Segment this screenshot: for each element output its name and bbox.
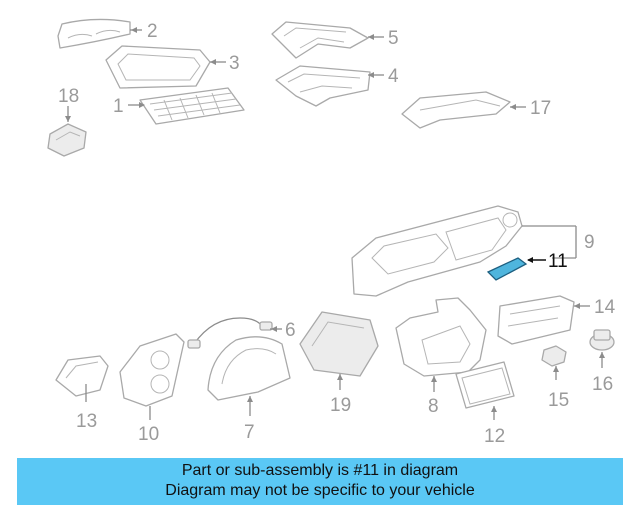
part-7[interactable]: 7	[207, 336, 291, 443]
part-12[interactable]: 12	[455, 361, 515, 447]
callout-11: 11	[548, 251, 568, 272]
part-6[interactable]: 6	[187, 317, 296, 349]
part-17[interactable]: 17	[401, 91, 551, 129]
callout-3: 3	[229, 53, 240, 74]
callout-17: 17	[530, 98, 551, 119]
callout-12: 12	[484, 426, 505, 447]
callout-15: 15	[548, 390, 569, 411]
callout-6: 6	[285, 320, 296, 341]
callout-9: 9	[584, 232, 595, 253]
part-11[interactable]: 11	[486, 251, 568, 281]
part-8[interactable]: 8	[395, 297, 487, 417]
banner-line-1: Part or sub-assembly is #11 in diagram	[181, 462, 459, 479]
part-1[interactable]: 1	[113, 87, 245, 125]
part-5[interactable]: 5	[271, 21, 399, 59]
part-10[interactable]: 10	[119, 333, 185, 445]
banner-line-2: Diagram may not be specific to your vehi…	[165, 482, 475, 499]
callout-18: 18	[58, 86, 79, 107]
callout-5: 5	[388, 28, 399, 49]
part-15[interactable]: 15	[541, 345, 569, 411]
part-2[interactable]: 2	[57, 18, 158, 49]
part-4[interactable]: 4	[275, 65, 399, 107]
part-14[interactable]: 14	[497, 295, 616, 345]
callout-19: 19	[330, 395, 351, 416]
callout-16: 16	[592, 374, 613, 395]
callout-2: 2	[147, 21, 158, 42]
part-9[interactable]: 9	[351, 205, 595, 297]
callout-10: 10	[138, 424, 159, 445]
part-13[interactable]: 13	[55, 355, 109, 432]
part-19[interactable]: 19	[299, 311, 379, 416]
part-18[interactable]: 18	[47, 86, 87, 157]
callout-1: 1	[113, 96, 124, 117]
info-banner: Part or sub-assembly is #11 in diagram D…	[17, 458, 623, 505]
callout-8: 8	[428, 396, 439, 417]
callout-4: 4	[388, 66, 399, 87]
part-3[interactable]: 3	[105, 45, 240, 89]
part-16[interactable]: 16	[589, 329, 615, 395]
callout-14: 14	[594, 297, 616, 318]
callout-7: 7	[244, 422, 255, 443]
callout-13: 13	[76, 411, 97, 432]
